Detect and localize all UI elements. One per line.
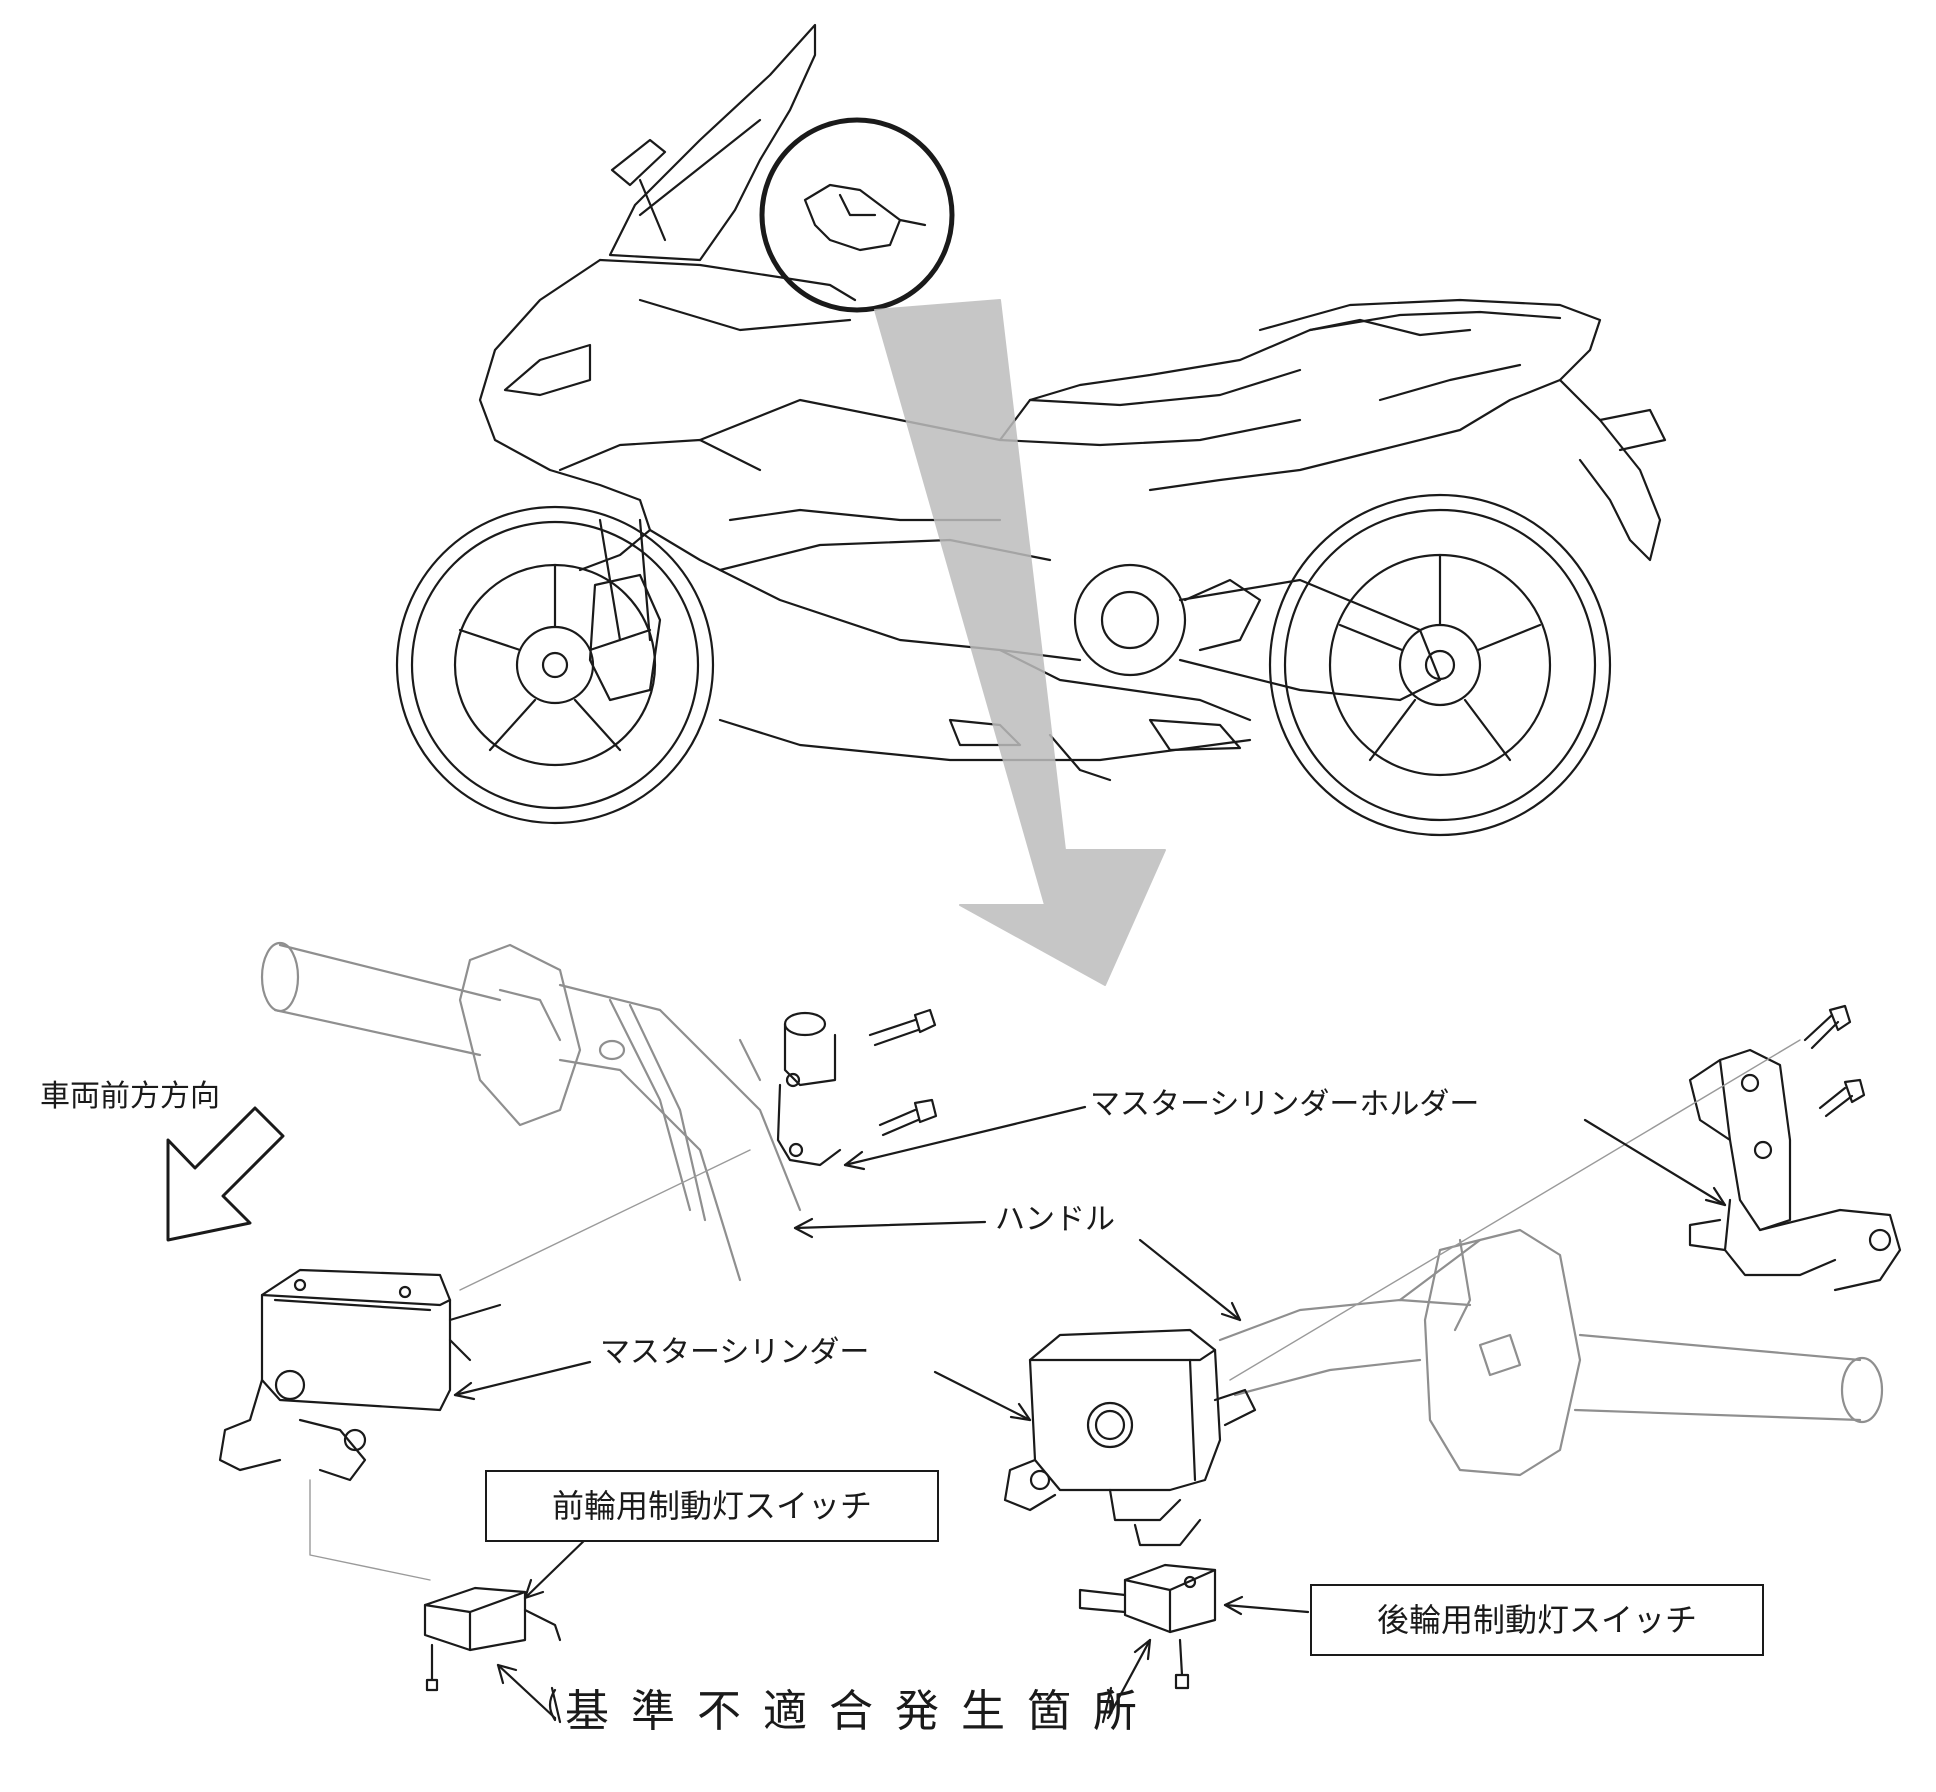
bolt-icon bbox=[868, 1008, 938, 1137]
label-front-direction: 車両前方方向 bbox=[40, 1079, 220, 1114]
master-cylinder-left bbox=[218, 1268, 502, 1482]
label-master-cylinder-holder: マスターシリンダーホルダー bbox=[1090, 1087, 1480, 1122]
label-nonconformity-location: 基準不適合発生箇所 bbox=[565, 1686, 1159, 1737]
right-handlebar-illustration bbox=[1218, 1228, 1884, 1477]
rear-brake-light-switch-part bbox=[1078, 1563, 1217, 1690]
detail-circle-icon bbox=[759, 117, 955, 313]
zoom-arrow-icon bbox=[874, 299, 1166, 986]
label-handle: ハンドル bbox=[995, 1202, 1115, 1237]
label-bracket bbox=[550, 1686, 1113, 1724]
front-brake-light-switch-part bbox=[423, 1586, 562, 1692]
bolt-icon bbox=[1803, 1004, 1866, 1118]
master-cylinder-holder-left bbox=[776, 1011, 842, 1167]
label-master-cylinder: マスターシリンダー bbox=[600, 1335, 870, 1370]
guide-line bbox=[459, 1149, 751, 1291]
guide-line bbox=[1229, 1039, 1801, 1381]
leader-lines bbox=[453, 1105, 1727, 1720]
label-rear-brake-light-switch: 後輪用制動灯スイッチ bbox=[1310, 1584, 1764, 1656]
left-handlebar-illustration bbox=[260, 941, 802, 1282]
mirror-icon bbox=[610, 138, 667, 187]
master-cylinder-right bbox=[1003, 1328, 1257, 1547]
guide-line bbox=[309, 1479, 431, 1581]
master-cylinder-holder-right bbox=[1688, 1048, 1902, 1292]
arrow-down-left-icon bbox=[166, 1106, 285, 1242]
motorcycle-illustration bbox=[395, 23, 1667, 837]
label-front-brake-light-switch: 前輪用制動灯スイッチ bbox=[485, 1470, 939, 1542]
